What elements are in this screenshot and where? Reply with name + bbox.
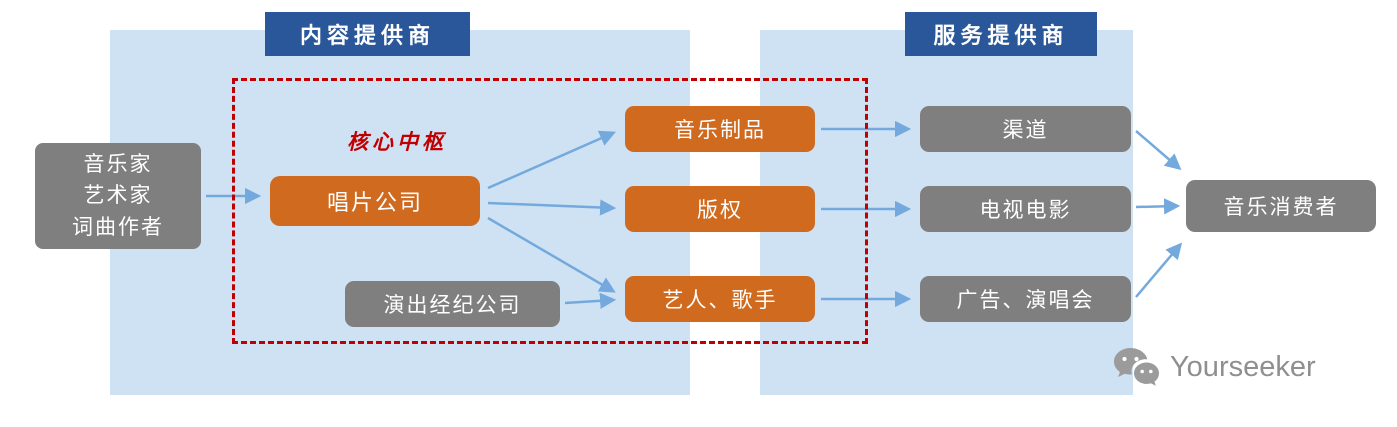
- node-creators-line3: 词曲作者: [72, 215, 164, 239]
- node-record-company: 唱片公司: [270, 176, 480, 226]
- node-creators: 音乐家 艺术家 词曲作者: [35, 143, 201, 249]
- watermark-brand: Yourseeker: [1170, 350, 1316, 383]
- arrow-ads-to-consumers: [1135, 242, 1183, 298]
- node-creators-line2: 艺术家: [83, 184, 153, 208]
- node-creators-line1: 音乐家: [83, 152, 153, 176]
- arrow-tvfilm-to-consumers: [1135, 198, 1181, 215]
- node-copyright: 版权: [625, 186, 815, 232]
- node-ads-concerts: 广告、演唱会: [920, 276, 1131, 322]
- node-performance-agency: 演出经纪公司: [345, 281, 560, 327]
- node-music-consumers: 音乐消费者: [1186, 180, 1376, 232]
- service-provider-badge: 服务提供商: [905, 12, 1097, 56]
- node-artists-singers: 艺人、歌手: [625, 276, 815, 322]
- core-hub-label: 核心中枢: [347, 131, 447, 154]
- core-hub-frame: [232, 78, 868, 344]
- wechat-icon: [1114, 348, 1159, 386]
- arrow-channels-to-consumers: [1135, 130, 1182, 171]
- node-music-products: 音乐制品: [625, 106, 815, 152]
- node-tv-film: 电视电影: [920, 186, 1131, 232]
- content-provider-badge: 内容提供商: [265, 12, 470, 56]
- node-channels: 渠道: [920, 106, 1131, 152]
- watermark: Yourseeker: [1112, 346, 1316, 388]
